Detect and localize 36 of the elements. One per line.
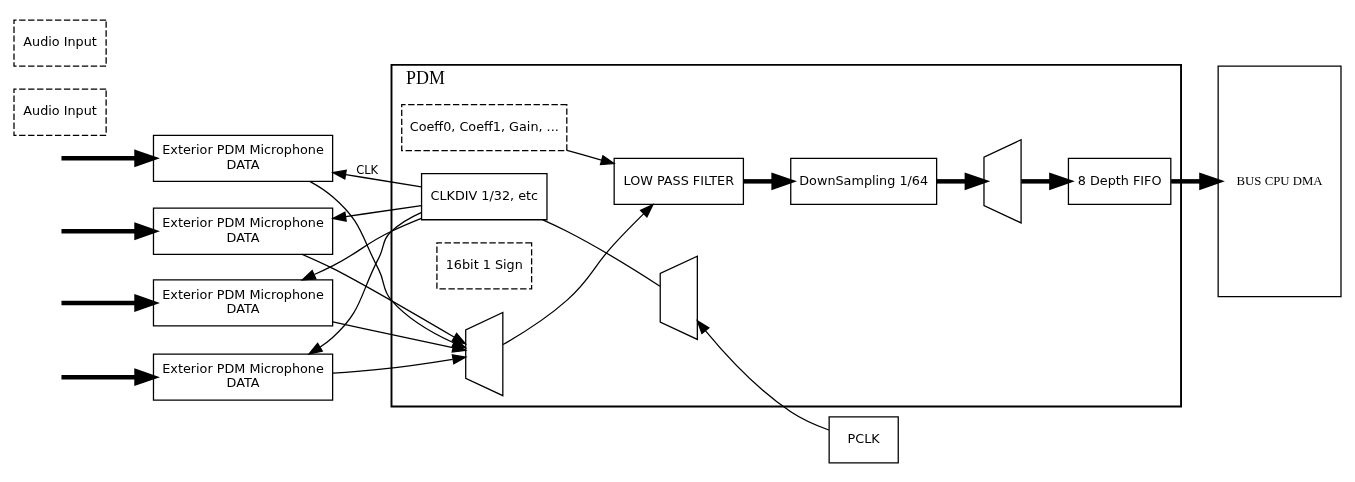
node-box: CLKDIV 1/32, etc	[420, 172, 548, 220]
node-box: PCLK	[828, 415, 899, 463]
arrow	[332, 353, 468, 374]
arrow	[300, 217, 422, 281]
arrow	[696, 318, 830, 431]
node-box: Audio Input	[13, 88, 107, 136]
arrow	[330, 204, 423, 222]
node-box: Exterior PDM Microphone DATA	[152, 278, 334, 327]
arrow	[61, 367, 160, 386]
node-box: BUS CPU DMA	[1217, 65, 1342, 297]
node-trapezium	[983, 138, 1022, 224]
node-box: Exterior PDM Microphone DATA	[152, 207, 334, 255]
node-trapezium	[465, 311, 504, 397]
arrow	[61, 221, 160, 240]
arrow	[301, 253, 468, 345]
node-box: Audio Input	[13, 19, 107, 67]
node-box: 16bit 1 Sign	[436, 241, 533, 289]
node-box: Exterior PDM Microphone DATA	[152, 352, 334, 401]
node-trapezium	[659, 254, 698, 340]
node-box: DownSampling 1/64	[790, 157, 938, 205]
arrow	[566, 149, 616, 165]
node-box: Coeff0, Coeff1, Gain, ...	[401, 103, 568, 151]
arrow	[743, 171, 798, 190]
node-box: Exterior PDM Microphone DATA	[152, 134, 334, 182]
arrow	[936, 171, 991, 190]
node-box: LOW PASS FILTER	[613, 157, 745, 205]
edge-label: CLK	[356, 162, 379, 177]
arrow	[61, 148, 160, 167]
arrow	[502, 202, 655, 345]
arrow	[1021, 171, 1075, 190]
arrow	[61, 293, 160, 312]
node-box: 8 Depth FIFO	[1067, 157, 1172, 205]
connector	[542, 218, 661, 287]
arrow	[1171, 171, 1225, 190]
arrow	[307, 211, 422, 355]
arrow	[330, 168, 423, 187]
